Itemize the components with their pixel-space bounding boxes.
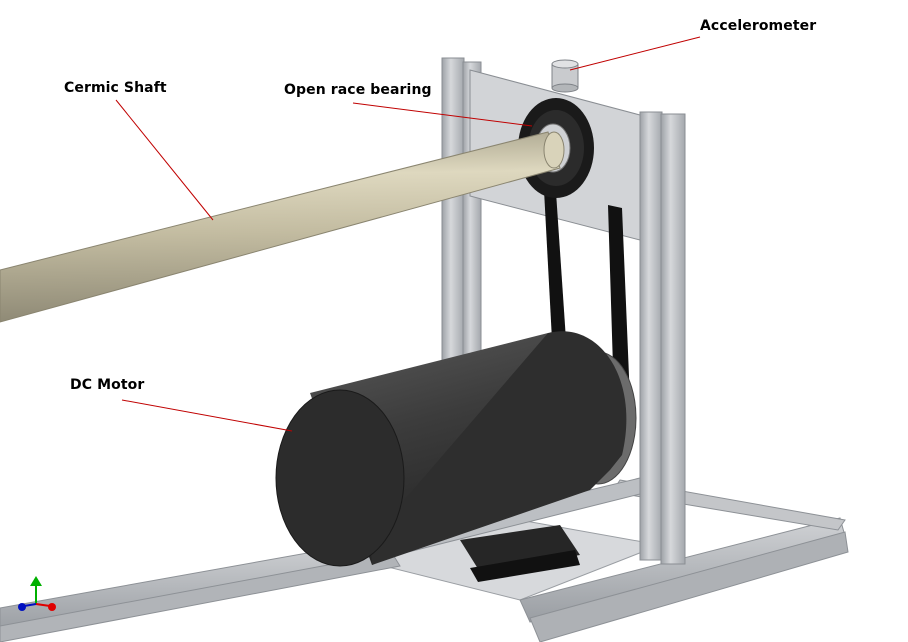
ceramic-shaft xyxy=(0,131,565,323)
motor-front-face xyxy=(275,389,405,567)
motor-label: DC Motor xyxy=(70,377,145,393)
shaft-label: Cermic Shaft xyxy=(64,80,167,96)
accelerometer-sensor xyxy=(551,59,579,93)
foot-block xyxy=(460,525,580,572)
belt-right xyxy=(608,205,630,400)
front-rail-lower xyxy=(0,552,401,642)
belt-left xyxy=(544,190,566,340)
leader-accelerometer xyxy=(569,36,701,71)
leader-shaft xyxy=(115,99,214,221)
post-left-rear xyxy=(441,57,465,375)
foot-block-front xyxy=(470,550,580,582)
post-right-front xyxy=(660,113,686,565)
right-rail-lower xyxy=(529,531,849,642)
leader-motor xyxy=(121,399,293,432)
accelerometer-label: Accelerometer xyxy=(700,18,817,34)
drive-belts xyxy=(544,190,630,400)
post-right-rear xyxy=(639,111,663,561)
support-frame xyxy=(441,57,686,565)
bearing-label: Open race bearing xyxy=(284,82,432,98)
leader-bearing xyxy=(352,102,533,127)
axis-triad xyxy=(18,576,56,611)
dc-motor xyxy=(275,331,637,567)
leader-lines xyxy=(115,36,701,432)
